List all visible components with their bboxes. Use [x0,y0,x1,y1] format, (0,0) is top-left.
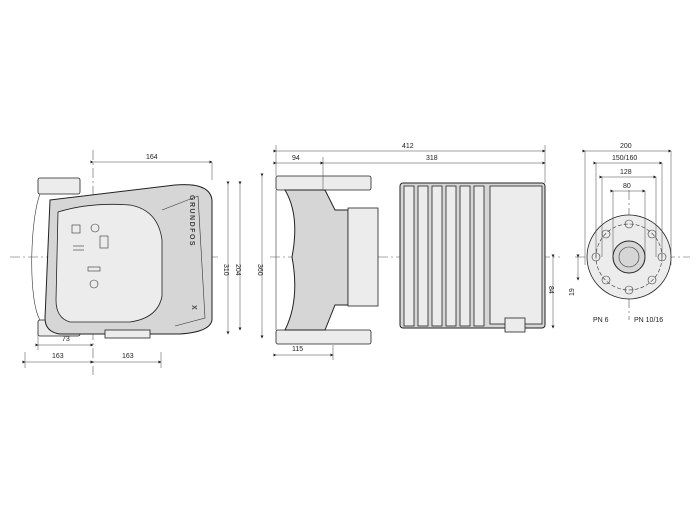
brand-logo-text: GRUNDFOS [188,195,195,247]
dim-front-163-right: 163 [122,353,134,360]
dim-side-412: 412 [402,143,414,150]
dim-side-115: 115 [292,346,303,353]
dim-front-310: 310 [222,264,229,276]
dim-front-360: 360 [256,264,263,276]
label-pn10-16: PN 10/16 [634,317,663,324]
motor-fins [403,185,485,327]
dim-front-164: 164 [146,154,158,161]
dim-front-163-left: 163 [52,353,64,360]
dim-side-94: 94 [292,155,300,162]
side-view: 412 94 318 115 84 [270,143,560,360]
dim-flange-128: 128 [620,169,632,176]
label-pn6: PN 6 [593,317,609,324]
dim-side-84: 84 [547,286,554,294]
dim-flange-19: 19 [569,288,576,296]
dim-side-318: 318 [426,155,438,162]
brand-logo-mark: X [190,305,197,310]
dim-flange-80: 80 [623,183,631,190]
dim-flange-200: 200 [620,143,632,150]
dim-front-73: 73 [62,336,70,343]
dim-front-204: 204 [234,264,241,276]
flange-view: 200 150/160 128 80 19 PN 6 PN 10/16 [569,143,690,324]
dim-flange-150-160: 150/160 [612,155,637,162]
front-view: GRUNDFOS X 164 310 204 360 73 163 163 [10,150,264,375]
